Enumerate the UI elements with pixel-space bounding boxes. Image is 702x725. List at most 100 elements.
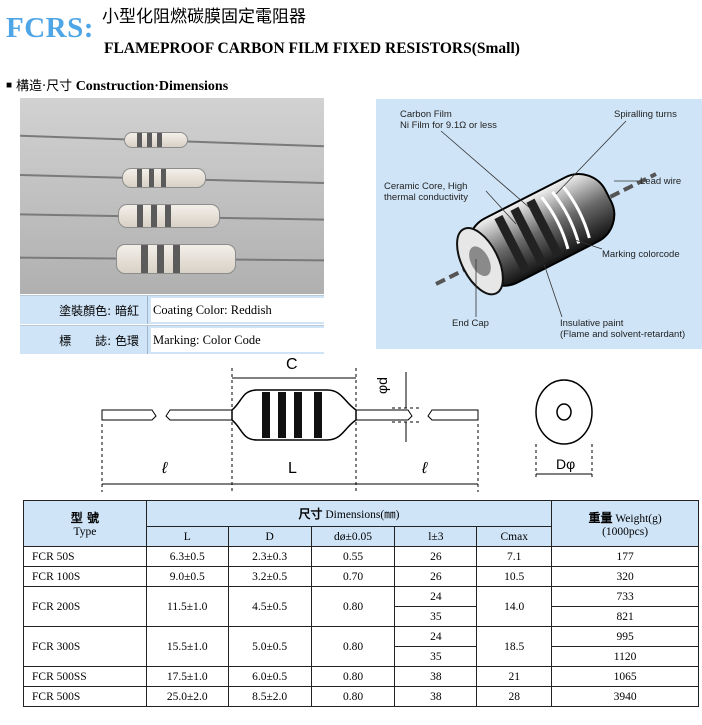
cell-l: 9.0±0.5 — [145, 566, 229, 587]
cell-type: FCR 50S — [23, 546, 147, 567]
coating-color-row: 塗裝顏色: 暗紅 Coating Color: Reddish — [20, 295, 324, 324]
table-row: FCR 100S 9.0±0.5 3.2±0.5 0.70 26 10.5 32… — [23, 566, 699, 587]
section-title-cn: 構造·尺寸 — [16, 79, 73, 94]
section-heading: ■構造·尺寸 Construction·Dimensions — [6, 75, 228, 95]
cell-l: 6.3±0.5 — [145, 546, 229, 567]
cell-lead-l: 24 — [394, 626, 478, 647]
insulative-paint-label: Insulative paint — [560, 318, 624, 329]
cell-type: FCR 500S — [23, 686, 147, 707]
brand-title: FCRS: — [6, 12, 94, 44]
col-header-lead-l: l±3 — [394, 526, 478, 547]
cell-type: FCR 300S — [23, 626, 147, 667]
cell-cmax: 14.0 — [476, 586, 553, 627]
cell-d: 3.2±0.5 — [227, 566, 312, 587]
coating-color-label-en: Coating Color: Reddish — [151, 298, 324, 322]
cell-lead-l: 26 — [394, 546, 478, 567]
dim-label-d-phi: Dφ — [556, 456, 576, 472]
cell-d: 2.3±0.3 — [227, 546, 312, 567]
header-weight-en: Weight(g) — [615, 513, 662, 525]
cell-lead-l: 35 — [394, 606, 478, 627]
table-row: FCR 50S 6.3±0.5 2.3±0.3 0.55 26 7.1 177 — [23, 546, 699, 567]
cell-lead-l: 35 — [394, 646, 478, 667]
cell-type: FCR 500SS — [23, 666, 147, 687]
cell-type: FCR 200S — [23, 586, 147, 627]
col-header-lead-d: dø±0.05 — [310, 526, 396, 547]
marking-row: 標 誌: 色環 Marking: Color Code — [20, 325, 324, 354]
construction-diagram: Carbon Film Ni Film for 9.1Ω or less Spi… — [376, 99, 702, 349]
header-type: 型 號 Type — [23, 500, 147, 547]
title-english: FLAMEPROOF CARBON FILM FIXED RESISTORS(S… — [104, 40, 520, 57]
cell-lead-l: 24 — [394, 586, 478, 607]
marking-label-cn: 標 誌: 色環 — [59, 334, 139, 348]
dim-label-l-left: ℓ — [162, 460, 168, 477]
header-dimensions: 尺寸 Dimensions(㎜) — [145, 500, 553, 527]
cell-cmax: 28 — [476, 686, 553, 707]
cell-cmax: 7.1 — [476, 546, 553, 567]
col-header-l: L — [145, 526, 229, 547]
cell-weight: 733 — [551, 586, 699, 607]
header-weight-unit: (1000pcs) — [602, 526, 649, 538]
header-dimensions-en: Dimensions(㎜) — [325, 509, 400, 521]
cell-weight: 1120 — [551, 646, 699, 667]
col-header-d: D — [227, 526, 312, 547]
dimension-drawing: C φd ℓ L ℓ Dφ — [92, 352, 612, 500]
cell-weight: 320 — [551, 566, 699, 587]
cell-cmax: 21 — [476, 666, 553, 687]
cell-weight: 3940 — [551, 686, 699, 707]
dimension-svg — [101, 368, 593, 492]
cell-lead-d: 0.80 — [310, 666, 396, 687]
header-type-en: Type — [73, 526, 97, 538]
cell-weight: 1065 — [551, 666, 699, 687]
spiralling-label: Spiralling turns — [614, 109, 677, 120]
dim-label-l-body: L — [288, 460, 297, 477]
cell-d: 6.0±0.5 — [227, 666, 312, 687]
cell-l: 15.5±1.0 — [145, 626, 229, 667]
specification-table: 型 號 Type 尺寸 Dimensions(㎜) 重量 Weight(g) (… — [23, 500, 699, 707]
cell-lead-l: 38 — [394, 686, 478, 707]
cell-lead-d: 0.80 — [310, 626, 396, 667]
coating-color-label-cn: 塗裝顏色: 暗紅 — [59, 304, 139, 318]
cell-cmax: 18.5 — [476, 626, 553, 667]
resistor-photo — [20, 98, 324, 294]
cell-lead-d: 0.80 — [310, 586, 396, 627]
header-weight-cn: 重量 — [588, 511, 613, 525]
cell-type: FCR 100S — [23, 566, 147, 587]
cell-weight: 177 — [551, 546, 699, 567]
col-header-cmax: Cmax — [476, 526, 553, 547]
cell-l: 25.0±2.0 — [145, 686, 229, 707]
header-weight: 重量 Weight(g) (1000pcs) — [551, 500, 699, 547]
ni-film-label: Ni Film for 9.1Ω or less — [400, 120, 497, 131]
cell-l: 17.5±1.0 — [145, 666, 229, 687]
table-row: FCR 500S 25.0±2.0 8.5±2.0 0.80 38 28 394… — [23, 686, 699, 707]
marking-label-en: Marking: Color Code — [151, 328, 324, 352]
cell-lead-d: 0.80 — [310, 686, 396, 707]
cell-lead-d: 0.70 — [310, 566, 396, 587]
header-dimensions-cn: 尺寸 — [298, 507, 323, 521]
cell-lead-d: 0.55 — [310, 546, 396, 567]
cell-d: 8.5±2.0 — [227, 686, 312, 707]
cell-lead-l: 38 — [394, 666, 478, 687]
dim-label-phi-d: φd — [374, 377, 390, 394]
carbon-film-label: Carbon Film — [400, 109, 452, 120]
title-chinese: 小型化阻燃碳膜固定電阻器 — [102, 7, 306, 27]
ceramic-core-label: Ceramic Core, High — [384, 181, 468, 192]
table-row: FCR 500SS 17.5±1.0 6.0±0.5 0.80 38 21 10… — [23, 666, 699, 687]
lead-wire-label: Lead wire — [640, 176, 682, 187]
marking-colorcode-label: Marking colorcode — [602, 249, 680, 260]
cell-weight: 821 — [551, 606, 699, 627]
dim-label-l-right: ℓ — [422, 460, 428, 477]
table-row: 35 821 — [24, 606, 699, 627]
dim-label-c: C — [286, 356, 298, 373]
header-type-cn: 型 號 — [70, 511, 99, 525]
table-row: FCR 200S 11.5±1.0 4.5±0.5 0.80 24 14.0 7… — [23, 586, 699, 627]
insulative-paint-label-2: (Flame and solvent-retardant) — [560, 329, 686, 340]
cell-lead-l: 26 — [394, 566, 478, 587]
bullet-icon: ■ — [6, 80, 13, 91]
cell-weight: 995 — [551, 626, 699, 647]
section-title-en: Construction·Dimensions — [75, 79, 229, 94]
table-row: FCR 300S 15.5±1.0 5.0±0.5 0.80 24 18.5 9… — [23, 626, 699, 667]
cell-d: 5.0±0.5 — [227, 626, 312, 667]
resistor-cutaway-drawing — [435, 120, 657, 318]
cell-d: 4.5±0.5 — [227, 586, 312, 627]
cell-l: 11.5±1.0 — [145, 586, 229, 627]
